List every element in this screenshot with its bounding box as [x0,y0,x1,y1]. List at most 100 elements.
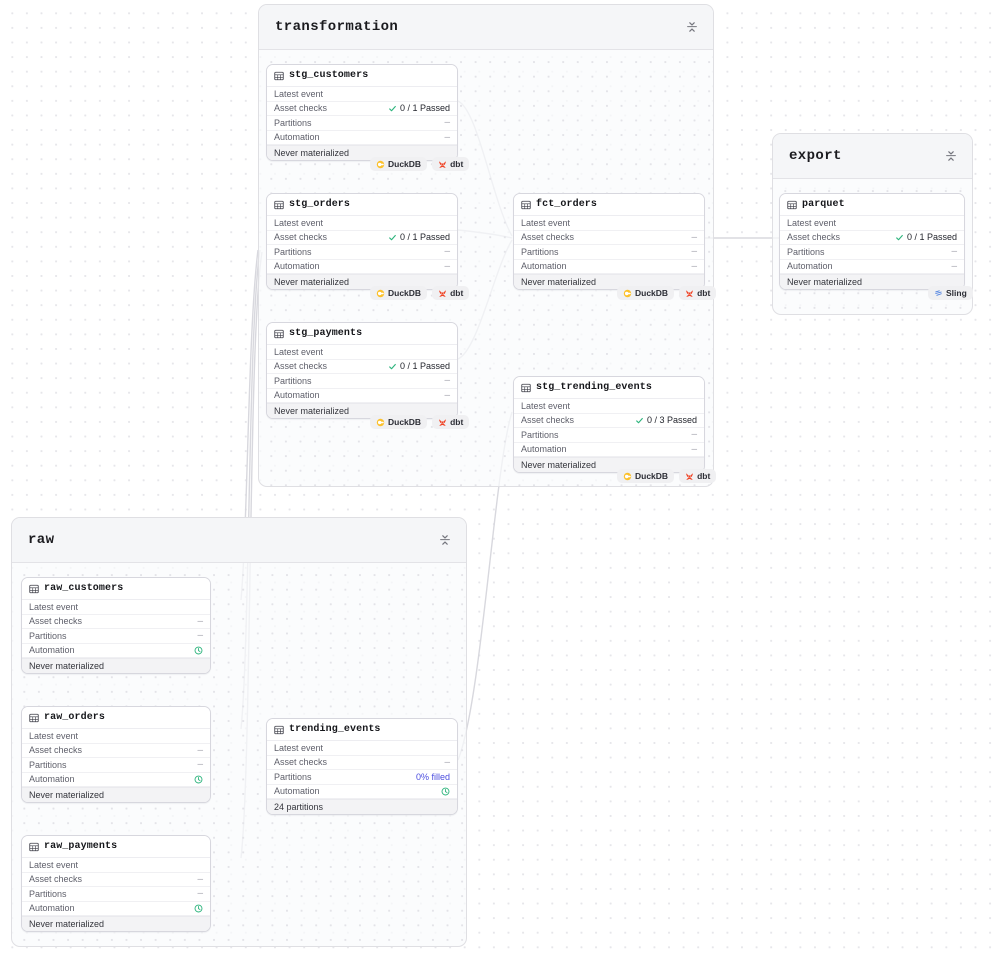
asset-node-header-stg_trending_events[interactable]: stg_trending_events [514,377,704,399]
asset-node-stg_customers[interactable]: stg_customers Latest event Asset checks … [266,64,458,161]
asset-node-name: raw_orders [44,712,106,723]
asset-tags-stg_payments: DuckDB dbt [370,415,470,430]
row-label: Latest event [274,742,324,753]
row-value-empty: – [444,246,450,258]
row-label: Automation [787,261,833,272]
row-value-empty: – [444,131,450,143]
asset-node-header-raw_payments[interactable]: raw_payments [22,836,210,858]
asset-node-header-stg_customers[interactable]: stg_customers [267,65,457,87]
row-value-empty: – [691,429,697,441]
tag-chip-duckdb[interactable]: DuckDB [370,157,428,172]
tag-label: dbt [697,288,711,298]
asset-node-raw_customers[interactable]: raw_customers Latest event Asset checks … [21,577,211,674]
asset-node-stg_trending_events[interactable]: stg_trending_events Latest event Asset c… [513,376,705,473]
tag-label: DuckDB [388,417,422,427]
node-row-asset-checks: Asset checks 0 / 1 Passed [267,231,457,245]
tag-chip-sling[interactable]: Sling [928,286,973,301]
row-label: Partitions [521,246,559,257]
node-row-partitions: Partitions – [22,758,210,773]
asset-node-fct_orders[interactable]: fct_orders Latest event Asset checks – P… [513,193,705,290]
asset-node-header-stg_payments[interactable]: stg_payments [267,323,457,345]
duckdb-icon [376,160,385,168]
asset-node-raw_payments[interactable]: raw_payments Latest event Asset checks –… [21,835,211,932]
tag-chip-dbt[interactable]: dbt [432,286,470,301]
row-label: Latest event [29,601,79,612]
table-icon [274,329,284,338]
asset-node-header-parquet[interactable]: parquet [780,194,964,216]
row-label: Automation [274,261,320,272]
row-label: Automation [29,903,75,914]
duckdb-icon [376,289,385,297]
asset-tags-stg_trending_events: DuckDB dbt [617,469,717,484]
asset-node-status: Never materialized [22,658,210,673]
row-value-empty: – [691,246,697,258]
tag-chip-duckdb[interactable]: DuckDB [370,415,428,430]
asset-node-header-raw_orders[interactable]: raw_orders [22,707,210,729]
table-icon [521,200,531,209]
automation-value[interactable] [194,904,203,913]
asset-node-stg_payments[interactable]: stg_payments Latest event Asset checks 0… [266,322,458,419]
asset-node-trending_events[interactable]: trending_events Latest event Asset check… [266,718,458,815]
node-row-automation: Automation [22,902,210,916]
asset-node-header-raw_customers[interactable]: raw_customers [22,578,210,600]
automation-value[interactable] [441,787,450,796]
asset-tags-parquet: Sling [928,286,973,301]
collapse-icon[interactable] [685,20,699,34]
asset-node-name: stg_payments [289,328,363,339]
row-label: Automation [29,774,75,785]
asset-node-status: 24 partitions [267,799,457,814]
automation-value[interactable] [194,775,203,784]
row-label: Latest event [787,217,837,228]
node-row-partitions: Partitions – [267,245,457,260]
asset-node-header-trending_events[interactable]: trending_events [267,719,457,741]
node-row-partitions: Partitions – [514,428,704,443]
asset-node-header-fct_orders[interactable]: fct_orders [514,194,704,216]
row-value-empty: – [197,615,203,627]
node-row-partitions: Partitions – [22,629,210,644]
row-label: Latest event [274,88,324,99]
group-header-export[interactable]: export [773,134,972,179]
automation-value[interactable] [194,646,203,655]
dbt-icon [686,472,693,480]
tag-chip-duckdb[interactable]: DuckDB [617,286,675,301]
row-label: Asset checks [29,745,83,756]
row-label: Latest event [274,217,324,228]
row-value-empty: – [197,888,203,900]
collapse-icon[interactable] [438,533,452,547]
node-row-asset-checks: Asset checks – [22,615,210,629]
node-row-latest-event: Latest event [780,216,964,231]
tag-chip-dbt[interactable]: dbt [432,415,470,430]
asset-tags-stg_orders: DuckDB dbt [370,286,470,301]
row-label: Latest event [29,730,79,741]
sling-icon [935,289,942,296]
tag-label: dbt [450,159,464,169]
asset-checks-value: 0 / 1 Passed [388,232,450,242]
node-row-partitions: Partitions – [267,374,457,389]
asset-node-name: raw_customers [44,583,124,594]
table-icon [29,713,39,722]
row-value-empty: – [444,389,450,401]
tag-chip-duckdb[interactable]: DuckDB [370,286,428,301]
group-header-raw[interactable]: raw [12,518,466,563]
tag-chip-dbt[interactable]: dbt [679,469,717,484]
tag-chip-dbt[interactable]: dbt [432,157,470,172]
tag-chip-duckdb[interactable]: DuckDB [617,469,675,484]
collapse-icon[interactable] [944,149,958,163]
row-value-empty: – [197,744,203,756]
partitions-value[interactable]: 0% filled [415,771,450,782]
clock-icon [194,904,203,913]
asset-node-raw_orders[interactable]: raw_orders Latest event Asset checks – P… [21,706,211,803]
row-label: Automation [274,390,320,401]
table-icon [274,71,284,80]
check-icon [636,417,643,424]
asset-node-stg_orders[interactable]: stg_orders Latest event Asset checks 0 /… [266,193,458,290]
asset-node-parquet[interactable]: parquet Latest event Asset checks 0 / 1 … [779,193,965,290]
asset-node-header-stg_orders[interactable]: stg_orders [267,194,457,216]
row-label: Partitions [274,771,312,782]
node-row-latest-event: Latest event [22,729,210,744]
tag-chip-dbt[interactable]: dbt [679,286,717,301]
node-row-asset-checks: Asset checks 0 / 3 Passed [514,414,704,428]
dbt-icon [439,418,446,426]
group-header-transformation[interactable]: transformation [259,5,713,50]
